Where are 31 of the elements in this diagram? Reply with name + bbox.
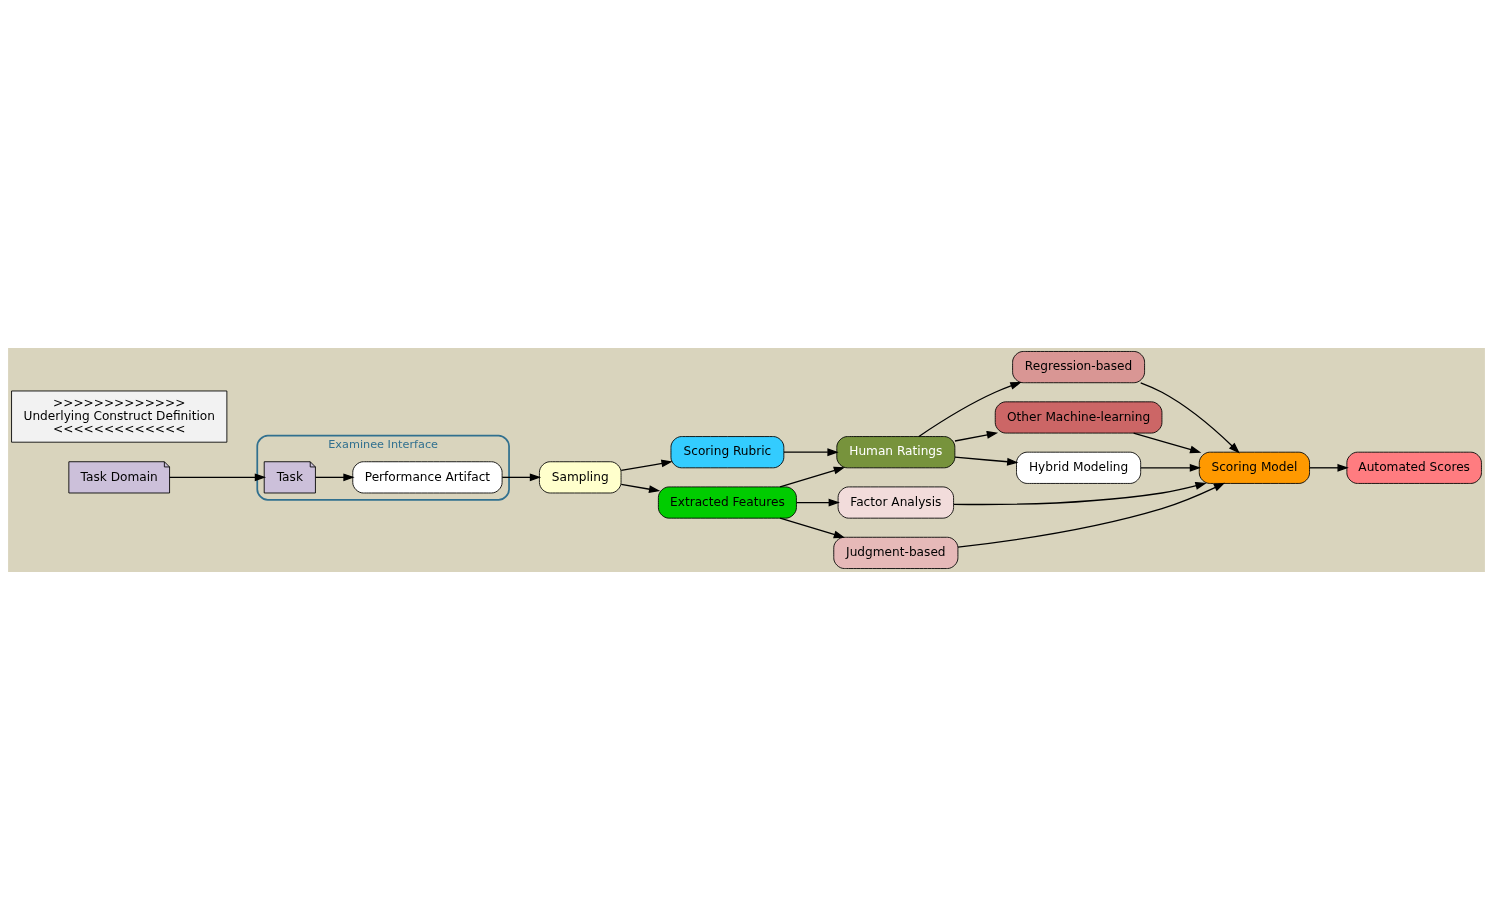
- arrow: [314, 472, 355, 481]
- arrow: [620, 459, 673, 471]
- node-box: Scoring Rubric: [670, 435, 785, 468]
- arrow: [954, 456, 1019, 466]
- node-box: >>>>>>>>>>>>> Underlying Construct Definition <<<<<<<<<<<<<: [11, 390, 228, 443]
- node-box: Regression-based: [1012, 350, 1145, 383]
- arrow: [957, 482, 1226, 548]
- node-box: Sampling: [539, 460, 622, 493]
- node-box: Hybrid Modeling: [1016, 451, 1142, 484]
- arrow: [954, 430, 999, 442]
- arrow: [168, 472, 267, 481]
- arrow: [1140, 463, 1202, 472]
- node-box: Judgment-based: [833, 536, 959, 569]
- node-box: Performance Artifact: [352, 460, 503, 493]
- node-box: Human Ratings: [836, 435, 956, 468]
- node-box: Other Machine-learning: [994, 400, 1163, 434]
- arrow: [1309, 463, 1349, 472]
- arrow: [620, 483, 661, 493]
- arrow: [783, 447, 839, 456]
- arrow: [501, 472, 542, 481]
- node-box: Extracted Features: [657, 485, 797, 519]
- node-box: Automated Scores: [1346, 451, 1482, 484]
- arrow: [1132, 431, 1202, 453]
- arrow: [795, 498, 840, 506]
- arrow: [953, 481, 1207, 505]
- arrow: [918, 381, 1022, 437]
- node-box: Factor Analysis: [837, 485, 954, 519]
- arrow: [779, 517, 846, 538]
- arrow: [779, 466, 846, 488]
- arrow: [1140, 381, 1240, 453]
- node-box: Scoring Model: [1198, 451, 1310, 484]
